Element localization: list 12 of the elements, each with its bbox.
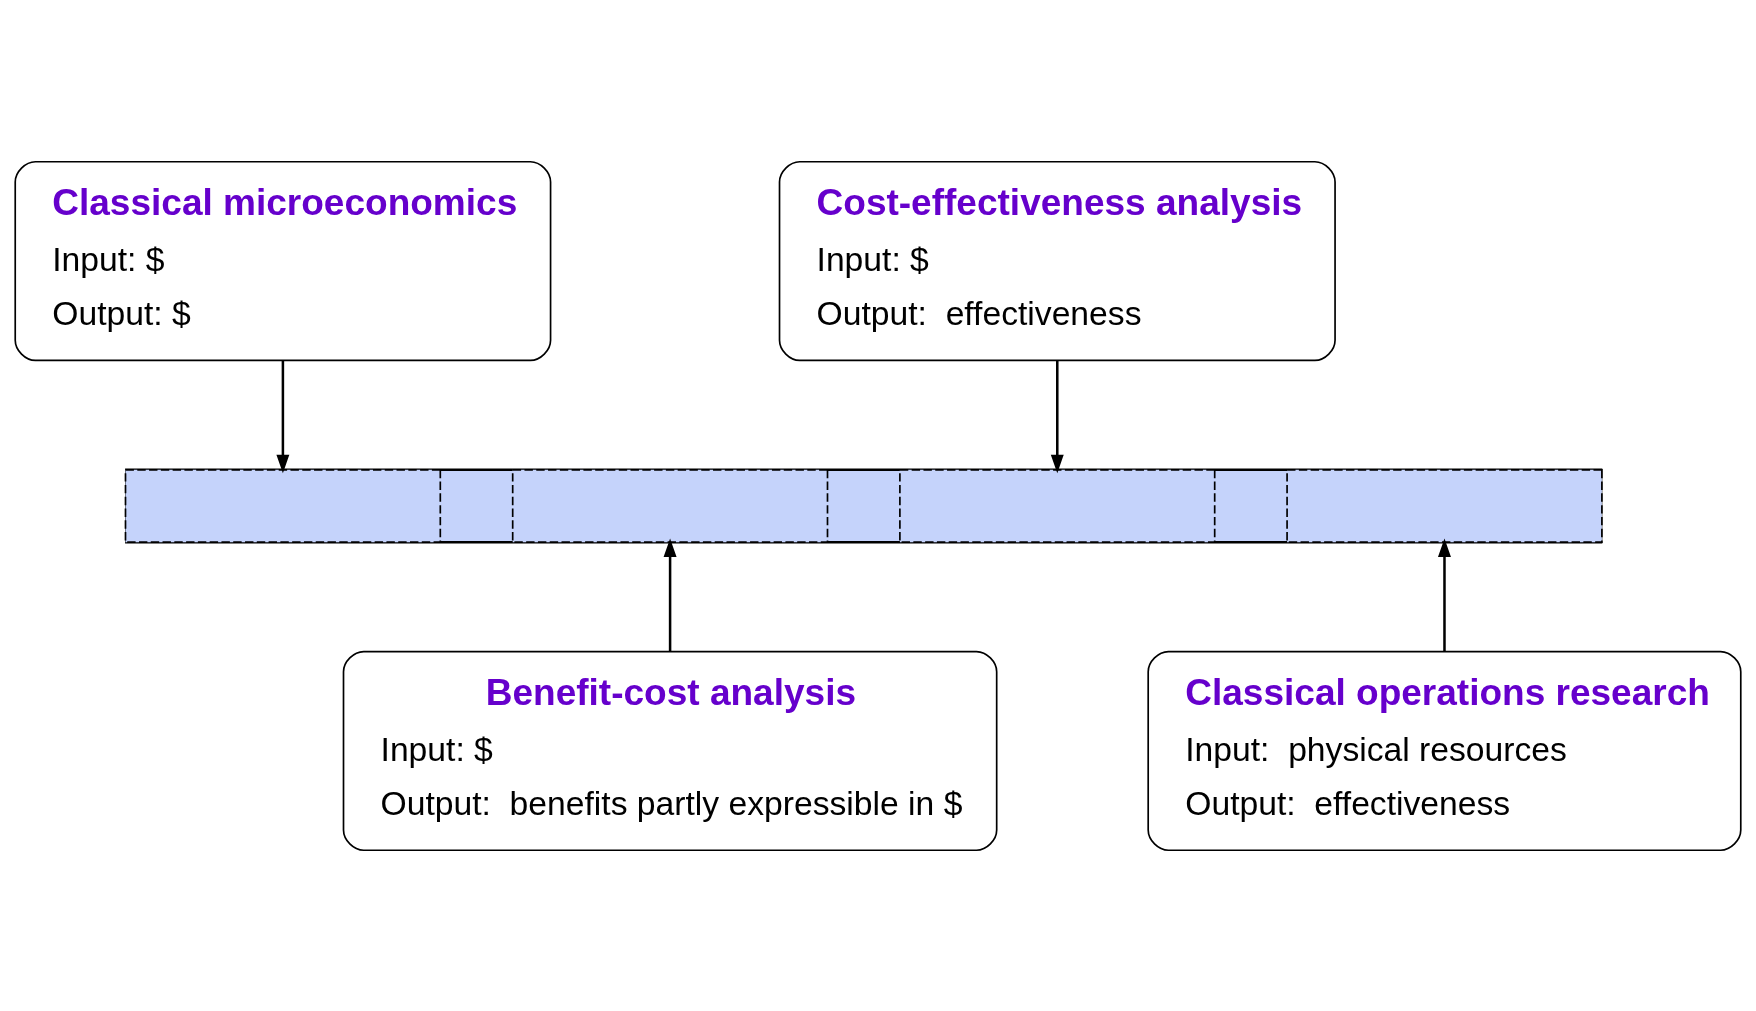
node-box bbox=[899, 468, 1216, 543]
node-box: Benefit-cost analysis Input: $ Output: benefits partly expressible in $ bbox=[342, 650, 998, 851]
node-box: Classical microeconomics Input: $ Output: $ bbox=[14, 160, 552, 361]
node-box: Classical operations research Input: physical resources Output: effectiveness bbox=[1147, 650, 1742, 851]
node-box bbox=[1286, 468, 1603, 543]
node-box bbox=[124, 468, 442, 543]
node-box bbox=[511, 468, 829, 543]
arrow bbox=[1438, 537, 1451, 652]
arrow bbox=[663, 537, 677, 652]
node-box: Cost-effectiveness analysis Input: $ Output: effectiveness bbox=[778, 160, 1336, 361]
arrow bbox=[276, 360, 290, 473]
arrow bbox=[1050, 360, 1064, 473]
